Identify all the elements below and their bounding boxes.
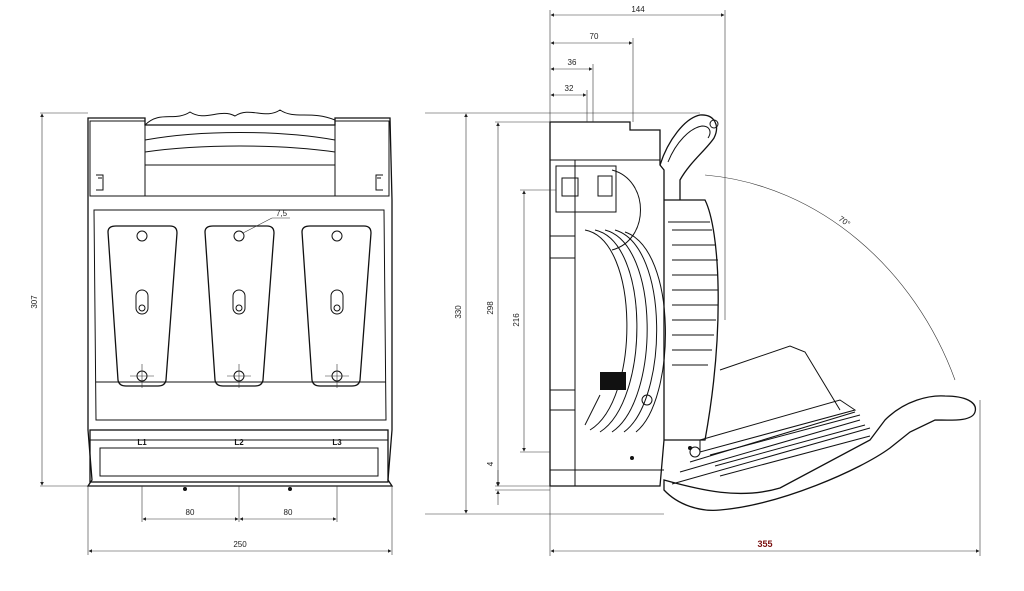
dim-angle: 70° [837,214,852,228]
dim-width-250: 250 [233,540,247,549]
dim-height-307: 307 [30,295,39,309]
phase-label-l1: L1 [137,438,147,447]
fuse-carrier-2 [204,225,275,388]
phase-label-l3: L3 [332,438,342,447]
dim-h4: 4 [486,461,495,466]
dim-hole: 7,5 [276,209,288,218]
side-view: 70° [549,114,977,511]
fuse-carrier-1 [107,225,178,388]
dim-top-144: 144 [631,5,645,14]
front-dimensions: 307 80 80 250 [30,112,393,555]
dim-open-width-355: 355 [757,539,772,549]
front-view: L1 L2 L3 7,5 [86,109,394,491]
dim-h330: 330 [454,305,463,319]
dim-h216: 216 [512,313,521,327]
dim-h298: 298 [486,301,495,315]
phase-label-l2: L2 [234,438,244,447]
carrier-ribs [672,229,718,366]
dim-top-32: 32 [565,84,574,93]
dim-top-70: 70 [590,32,599,41]
dim-pitch-right: 80 [284,508,293,517]
dim-pitch-left: 80 [186,508,195,517]
side-dimensions: 144 70 36 32 330 298 216 4 355 [425,5,981,556]
fuse-carrier-3 [301,225,372,388]
dim-top-36: 36 [568,58,577,67]
